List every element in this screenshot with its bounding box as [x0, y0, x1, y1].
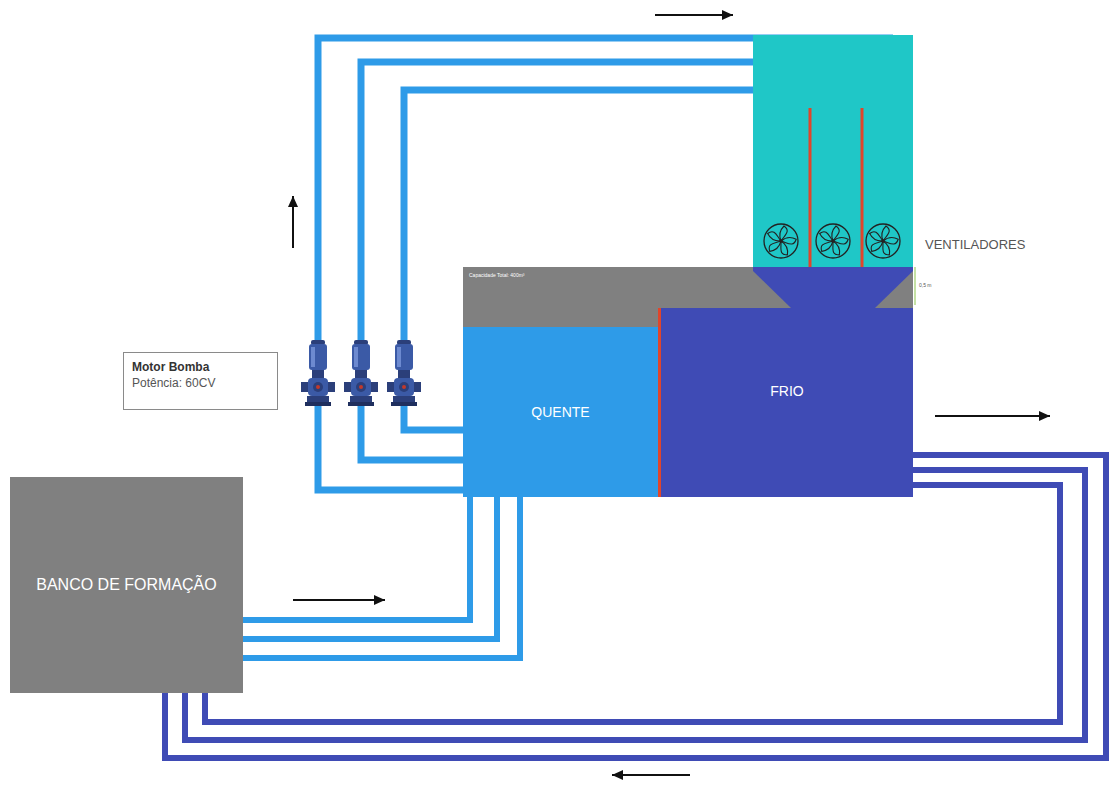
node-label: Capacidade Total: 400m³	[469, 272, 525, 278]
tower-divider	[861, 108, 864, 267]
fan-symbol	[764, 224, 798, 258]
cooling-tower	[753, 35, 913, 267]
cold-chamber: FRIO	[658, 308, 913, 497]
fan-label: VENTILADORES	[925, 237, 1025, 252]
pipe-line	[243, 496, 497, 639]
dimension-label: 0,5 m	[919, 282, 932, 288]
flow-arrow	[293, 599, 385, 601]
fan-symbol	[866, 224, 900, 258]
flow-arrowhead	[612, 770, 623, 780]
hot-chamber: QUENTE	[463, 327, 658, 497]
level-marker	[915, 267, 916, 305]
pump-symbol	[387, 340, 421, 406]
flow-arrowhead	[722, 10, 733, 20]
flow-arrowhead	[288, 196, 298, 207]
flow-arrow	[612, 774, 690, 776]
pump-symbol	[344, 340, 378, 406]
component-title: Motor Bomba	[132, 359, 269, 375]
component-spec: Potência: 60CV	[132, 375, 269, 391]
pipe-line	[205, 485, 1060, 722]
node-label: BANCO DE FORMAÇÃO	[36, 576, 216, 594]
tank-box: BANCO DE FORMAÇÃO	[10, 477, 243, 693]
pipe-line	[243, 496, 470, 620]
fan-symbol	[816, 224, 850, 258]
pipe-connector	[243, 496, 520, 658]
motor-label-box: Motor BombaPotência: 60CV	[123, 352, 278, 410]
flow-arrowhead	[374, 595, 385, 605]
flow-arrow	[935, 415, 1050, 417]
tower-funnel	[753, 267, 913, 308]
flow-arrow	[655, 14, 733, 16]
node-label: FRIO	[770, 383, 803, 399]
tower-divider	[809, 108, 812, 267]
pipe-line	[165, 455, 1106, 758]
water-tank: Capacidade Total: 400m³ QUENTE FRIO	[463, 267, 913, 497]
flow-arrowhead	[1039, 411, 1050, 421]
node-label: QUENTE	[531, 404, 589, 420]
pump-symbol	[301, 340, 335, 406]
pipe-line	[185, 470, 1085, 740]
pipe-line	[243, 496, 520, 658]
